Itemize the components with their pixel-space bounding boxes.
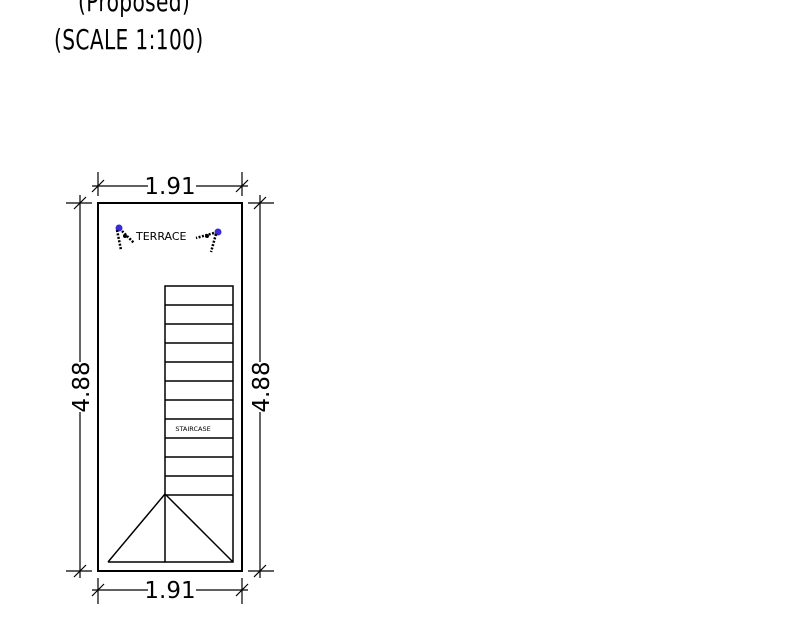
plant-icon-right [195, 228, 222, 253]
dimension-bottom [91, 578, 249, 604]
dimension-top-value: 1.91 [144, 174, 195, 200]
dimension-right-value: 4.88 [249, 361, 275, 412]
terrace-label: TERRACE [135, 230, 187, 243]
plant-icon-left [115, 224, 135, 251]
dimension-left [66, 195, 92, 578]
dimension-bottom-value: 1.91 [144, 578, 195, 604]
dimension-left-value: 4.88 [69, 361, 95, 412]
dimension-right [248, 195, 274, 578]
drawing-scale-note: (SCALE 1:100) [54, 23, 204, 56]
terrace-outline [97, 202, 243, 572]
staircase-label: STAIRCASE [175, 425, 210, 433]
drawing-title-proposed: (Proposed) [78, 0, 191, 18]
dimension-top [91, 172, 249, 196]
staircase [107, 285, 234, 563]
